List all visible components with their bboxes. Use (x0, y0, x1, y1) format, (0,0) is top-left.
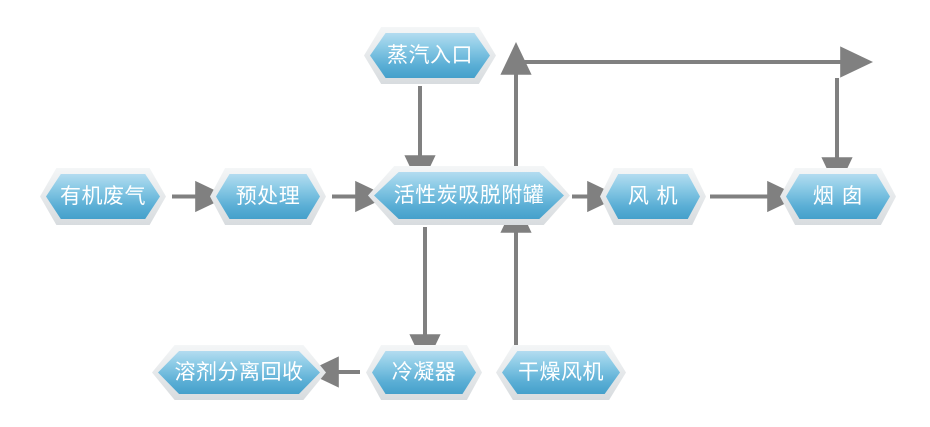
node-body: 烟 囱 (786, 174, 890, 219)
node-label: 溶剂分离回收 (174, 360, 304, 384)
node-body: 干燥风机 (502, 351, 620, 394)
node-solvent-recovery[interactable]: 溶剂分离回收 (152, 345, 326, 400)
node-label: 预处理 (235, 184, 301, 208)
node-label: 冷凝器 (391, 360, 457, 384)
node-body: 预处理 (216, 174, 320, 219)
node-body: 溶剂分离回收 (158, 351, 320, 394)
node-label: 干燥风机 (518, 360, 604, 384)
node-fan[interactable]: 风 机 (600, 168, 706, 225)
node-drying-fan[interactable]: 干燥风机 (496, 345, 626, 400)
node-body: 活性炭吸脱附罐 (374, 172, 564, 219)
node-chimney[interactable]: 烟 囱 (780, 168, 896, 225)
node-body: 有机废气 (46, 174, 160, 219)
node-label: 有机废气 (60, 184, 146, 208)
node-body: 蒸汽入口 (370, 33, 490, 78)
node-pretreatment[interactable]: 预处理 (210, 168, 326, 225)
node-label: 蒸汽入口 (387, 43, 473, 67)
node-body: 风 机 (606, 174, 700, 219)
node-carbon-tank[interactable]: 活性炭吸脱附罐 (368, 166, 570, 225)
node-label: 烟 囱 (812, 184, 864, 208)
node-label: 活性炭吸脱附罐 (393, 183, 545, 207)
node-steam-inlet[interactable]: 蒸汽入口 (364, 27, 496, 84)
node-body: 冷凝器 (372, 351, 476, 394)
node-label: 风 机 (627, 184, 679, 208)
node-condenser[interactable]: 冷凝器 (366, 345, 482, 400)
node-organic-waste-gas[interactable]: 有机废气 (40, 168, 166, 225)
